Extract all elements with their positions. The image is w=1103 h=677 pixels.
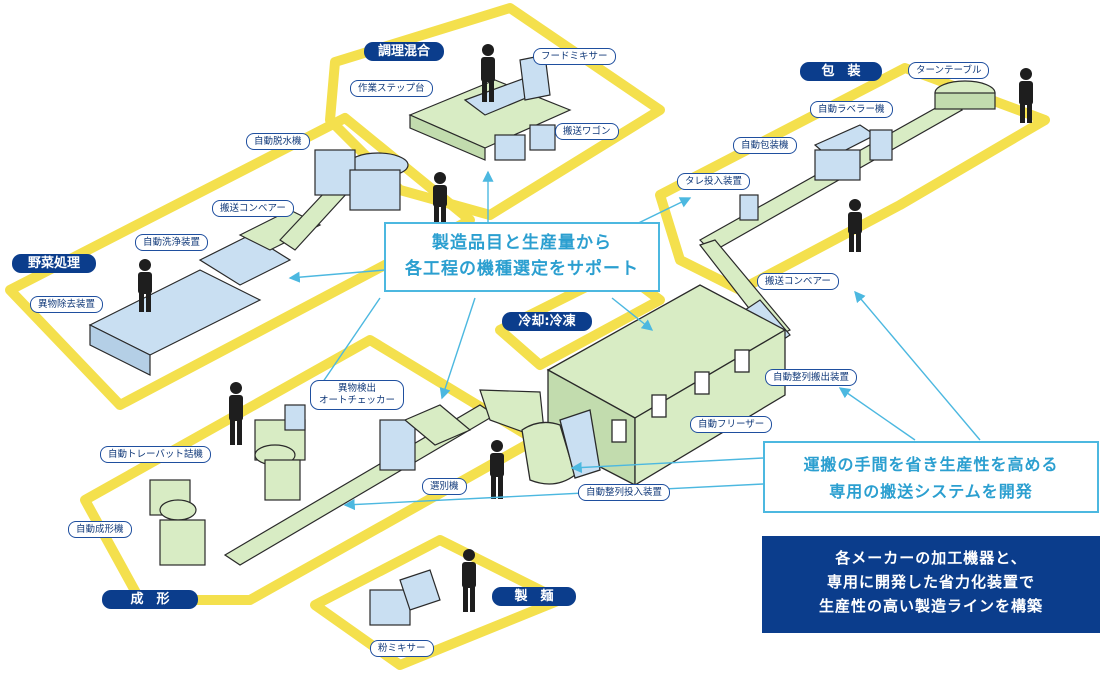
summary-line2: 専用に開発した省力化装置で	[826, 573, 1035, 591]
zone-outline-cooking	[325, 3, 665, 220]
label-tray-filler: 自動トレーバット詰機	[100, 446, 211, 463]
label-freezer: 自動フリーザー	[690, 416, 773, 433]
zone-outline-vegetable	[5, 113, 475, 410]
callout-selection-support: 製造品目と生産量から 各工程の機種選定をサポート	[384, 222, 660, 292]
label-transport-wagon: 搬送ワゴン	[555, 123, 619, 140]
vegetable-machines	[88, 149, 409, 376]
callout-transport-line2: 専用の搬送システムを開発	[829, 482, 1033, 501]
label-conveyor-main: 搬送コンベアー	[757, 273, 839, 290]
label-align-in: 自動整列投入装置	[578, 484, 671, 501]
label-food-mixer: フードミキサー	[533, 48, 616, 65]
zone-outline-packaging	[655, 63, 1050, 295]
label-foreign-remover: 異物除去装置	[30, 296, 104, 313]
zone-tag-cooking: 調理混合	[364, 42, 444, 61]
zone-tag-vegetable: 野菜処理	[12, 254, 96, 273]
worker-icon	[433, 172, 447, 223]
freezer-building	[521, 284, 787, 487]
cooking-machines	[408, 54, 572, 161]
worker-icon	[1019, 68, 1033, 123]
summary-box: 各メーカーの加工機器と、 専用に開発した省力化装置で 生産性の高い製造ラインを構…	[762, 536, 1100, 633]
worker-icon	[848, 199, 862, 252]
noodle-machines	[369, 569, 441, 626]
label-foreign-checker-line1: 異物検出	[338, 383, 377, 394]
callout-transport-system: 運搬の手間を省き生産性を高める 専用の搬送システムを開発	[763, 441, 1099, 513]
label-labeler: 自動ラベラー機	[810, 101, 893, 118]
callout-selection-line1: 製造品目と生産量から	[432, 233, 612, 253]
worker-icon	[138, 259, 152, 312]
worker-icon	[481, 44, 495, 102]
packaging-machines	[739, 80, 996, 221]
label-packer: 自動包装機	[733, 137, 797, 154]
label-former: 自動成形機	[68, 521, 132, 538]
label-washer: 自動洗浄装置	[135, 234, 209, 251]
label-dehydrator: 自動脱水機	[246, 133, 310, 150]
label-sauce-feeder: タレ投入装置	[677, 173, 751, 190]
worker-icon	[229, 382, 243, 445]
zone-tag-cooling: 冷却:冷凍	[502, 312, 592, 331]
callout-transport-line1: 運搬の手間を省き生産性を高める	[803, 455, 1059, 474]
zone-tag-packaging: 包 装	[800, 62, 882, 81]
callout-selection-line2: 各工程の機種選定をサポート	[405, 259, 639, 279]
label-turntable: ターンテーブル	[908, 62, 990, 79]
worker-icon	[462, 549, 476, 612]
label-sorter: 選別機	[422, 478, 467, 495]
forming-machines	[149, 404, 472, 566]
label-foreign-checker-line2: オートチェッカー	[319, 395, 396, 406]
zone-tag-forming: 成 形	[102, 590, 198, 609]
label-step-table: 作業ステップ台	[350, 80, 433, 97]
summary-line1: 各メーカーの加工機器と、	[835, 549, 1027, 567]
label-foreign-checker: 異物検出 オートチェッカー	[310, 380, 405, 410]
label-flour-mixer: 粉ミキサー	[370, 640, 434, 657]
zone-outline-forming	[80, 335, 540, 605]
label-align-out: 自動整列搬出装置	[765, 369, 858, 386]
workers	[138, 44, 1033, 612]
summary-line3: 生産性の高い製造ラインを構築	[818, 597, 1043, 615]
label-conveyor-veg: 搬送コンベアー	[212, 200, 294, 217]
worker-icon	[490, 440, 504, 499]
zone-tag-noodle: 製 麺	[492, 587, 576, 606]
